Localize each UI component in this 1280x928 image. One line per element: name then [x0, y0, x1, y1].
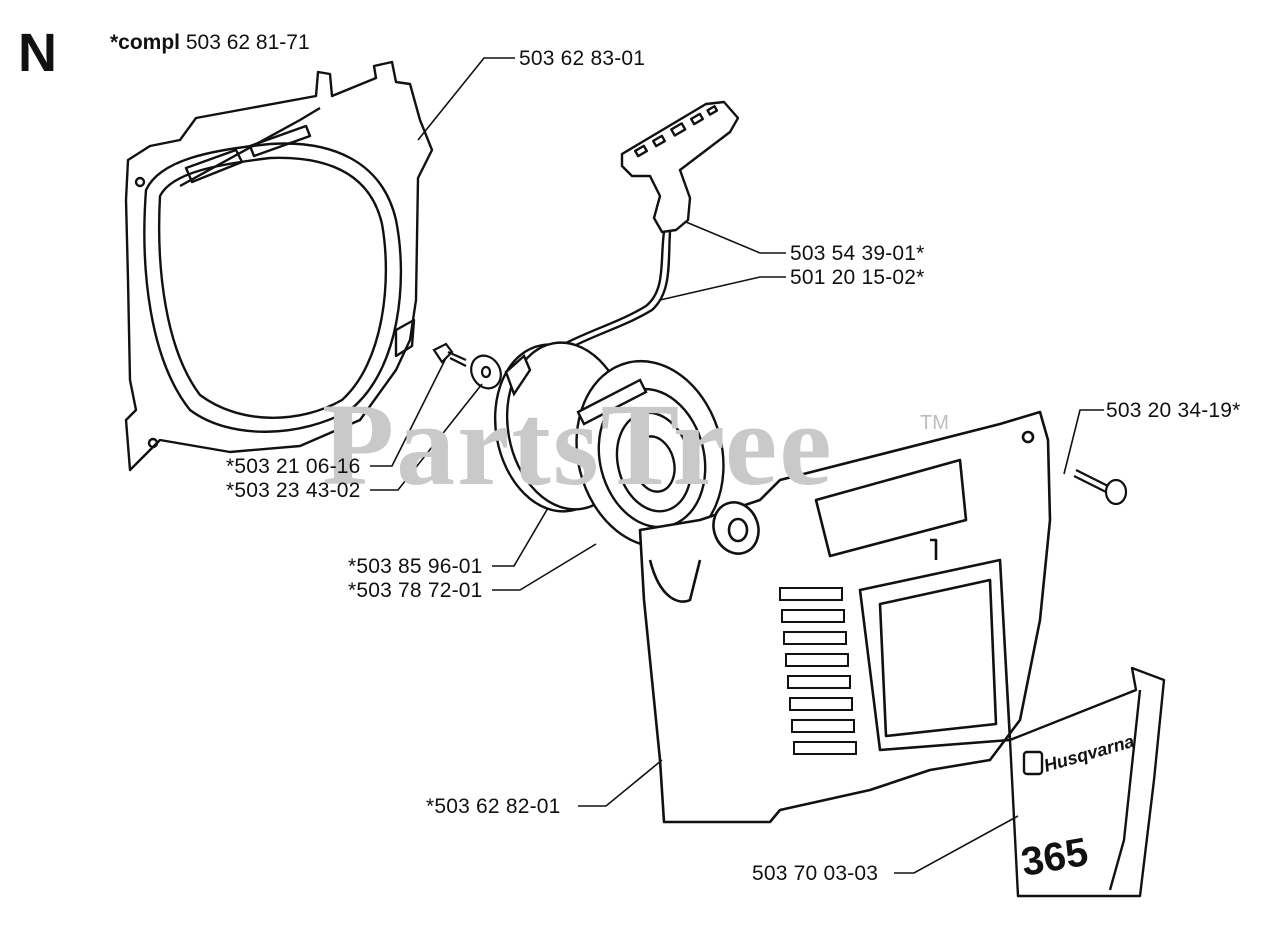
decal-part: Husqvarna 365 [1008, 666, 1166, 898]
leader-starter-rope [659, 276, 786, 301]
leader-washer [370, 383, 483, 491]
watermark-trademark: TM [920, 412, 949, 434]
cover-screw-part [1073, 469, 1128, 506]
leader-starter-handle [685, 221, 786, 254]
assembly-prefix: *compl [110, 31, 181, 54]
leader-starter-cover [578, 759, 663, 807]
leader-cover-screw [1063, 409, 1104, 475]
callout-starter-handle[interactable]: 503 54 39-01* [790, 242, 925, 265]
callout-decal[interactable]: 503 70 03-03 [752, 862, 879, 885]
leader-lines [370, 57, 1104, 874]
leader-fan-housing [417, 57, 515, 141]
callout-fan-housing[interactable]: 503 62 83-01 [519, 47, 646, 70]
leader-rope-pulley [492, 507, 549, 567]
leader-pulley-screw [370, 357, 447, 467]
callout-starter-cover[interactable]: *503 62 82-01 [426, 795, 561, 818]
pulley-screw-part [432, 342, 467, 367]
callout-recoil-spring[interactable]: *503 78 72-01 [348, 579, 483, 602]
assembly-part-number: 503 62 81-71 [185, 31, 310, 54]
section-letter: N [18, 23, 57, 83]
callout-pulley-screw[interactable]: *503 21 06-16 [226, 455, 361, 478]
callout-rope-pulley[interactable]: *503 85 96-01 [348, 555, 483, 578]
callout-starter-rope[interactable]: 501 20 15-02* [790, 266, 925, 289]
leader-recoil-spring [492, 543, 597, 591]
assembly-number: *compl 503 62 81-71 [110, 31, 310, 55]
fan-housing-part [124, 60, 434, 472]
leader-decal [894, 815, 1019, 874]
starter-handle-part [559, 100, 740, 352]
callout-cover-screw[interactable]: 503 20 34-19* [1106, 399, 1241, 422]
watermark-text: PartsTree [322, 379, 834, 510]
washer-part [470, 354, 502, 390]
cover-vent-slots [779, 587, 857, 755]
callout-washer[interactable]: *503 23 43-02 [226, 479, 361, 502]
